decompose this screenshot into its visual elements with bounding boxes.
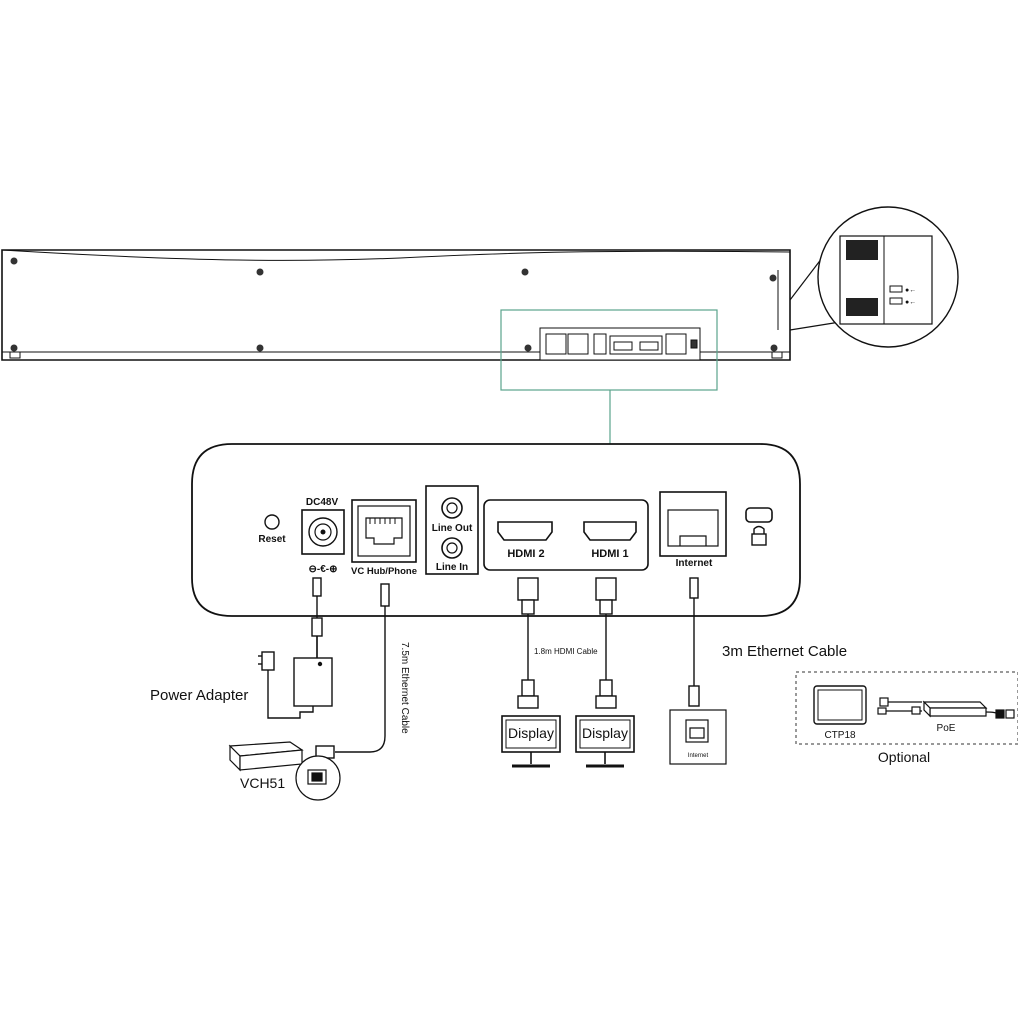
audio-ports: Line Out Line In xyxy=(425,485,479,575)
display-1-label: Display xyxy=(508,725,554,741)
cable-3m-label: 3m Ethernet Cable xyxy=(722,643,847,660)
device-screws xyxy=(10,257,778,352)
hdmi1-label: HDMI 1 xyxy=(591,548,628,560)
hdmi-cable-label: 1.8m HDMI Cable xyxy=(534,647,598,656)
internet-port: Internet xyxy=(659,491,727,569)
power-adapter-label: Power Adapter xyxy=(150,687,248,704)
poe-label: PoE xyxy=(937,723,956,734)
ctp18-device xyxy=(813,685,867,725)
dc48v-label: DC48V xyxy=(306,497,339,508)
lock-icon xyxy=(745,507,773,546)
display-2-label: Display xyxy=(582,725,628,741)
device-rear-port-strip xyxy=(539,327,701,361)
wall-jack-label: Internet xyxy=(688,753,709,759)
reset-label: Reset xyxy=(258,534,286,545)
display-1 xyxy=(501,715,561,768)
cable-75m-label: 7.5m Ethernet Cable xyxy=(399,642,410,734)
polarity-icon: ⊖-€-⊕ xyxy=(309,564,338,575)
line-in-label: Line In xyxy=(436,562,468,573)
reset-button: Reset xyxy=(258,514,286,545)
power-cable xyxy=(311,577,323,658)
poe-cables xyxy=(877,697,922,715)
optional-box xyxy=(795,671,1018,745)
hdmi-ports: HDMI 2 HDMI 1 xyxy=(483,499,649,571)
dc48v-port: DC48V ⊖-€-⊕ xyxy=(301,497,345,575)
svg-text:●←: ●← xyxy=(905,299,916,306)
callout-highlight xyxy=(500,309,718,391)
hdmi-cables xyxy=(517,577,617,709)
zoom-callout-circle: ●← ●← xyxy=(789,206,959,348)
svg-text:●←: ●← xyxy=(905,287,916,294)
ctp18-label: CTP18 xyxy=(824,730,856,741)
vch51-device xyxy=(228,741,341,801)
wall-jack xyxy=(669,709,727,765)
display-2 xyxy=(575,715,635,768)
line-out-label: Line Out xyxy=(432,523,473,534)
vc-hub-phone-port: VC Hub/Phone xyxy=(351,499,417,577)
optional-label: Optional xyxy=(878,749,930,765)
power-adapter xyxy=(258,651,333,719)
poe-injector xyxy=(922,700,1015,719)
internet-label: Internet xyxy=(676,558,713,569)
internet-cable xyxy=(688,577,700,707)
vch51-label: VCH51 xyxy=(240,775,285,791)
vc-hub-phone-label: VC Hub/Phone xyxy=(351,566,417,577)
hdmi2-label: HDMI 2 xyxy=(507,548,544,560)
